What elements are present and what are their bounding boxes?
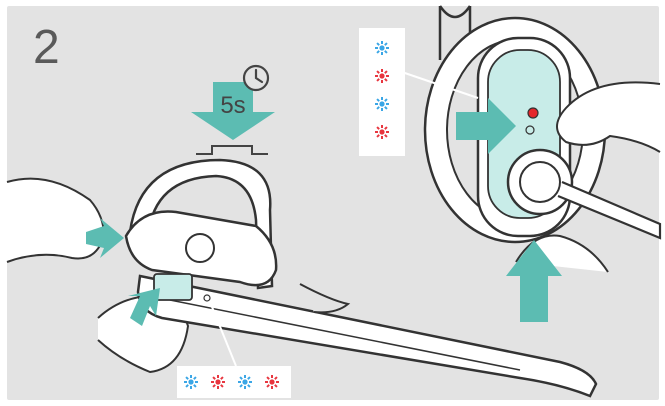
led-sequence-horizontal: [177, 366, 291, 398]
timer-label: 5s: [209, 92, 257, 120]
led-blue-icon: [375, 97, 389, 111]
led-sequence-vertical: [359, 28, 405, 156]
led-red-icon: [375, 125, 389, 139]
led-red-icon: [265, 375, 279, 389]
led-red-icon: [375, 69, 389, 83]
led-blue-icon: [375, 41, 389, 55]
led-blue-icon: [184, 375, 198, 389]
clock-icon: [244, 66, 268, 90]
button-press-symbol: [196, 146, 268, 154]
led-blue-icon: [238, 375, 252, 389]
headset-on-ear: [396, 6, 660, 322]
led-red-icon: [211, 375, 225, 389]
